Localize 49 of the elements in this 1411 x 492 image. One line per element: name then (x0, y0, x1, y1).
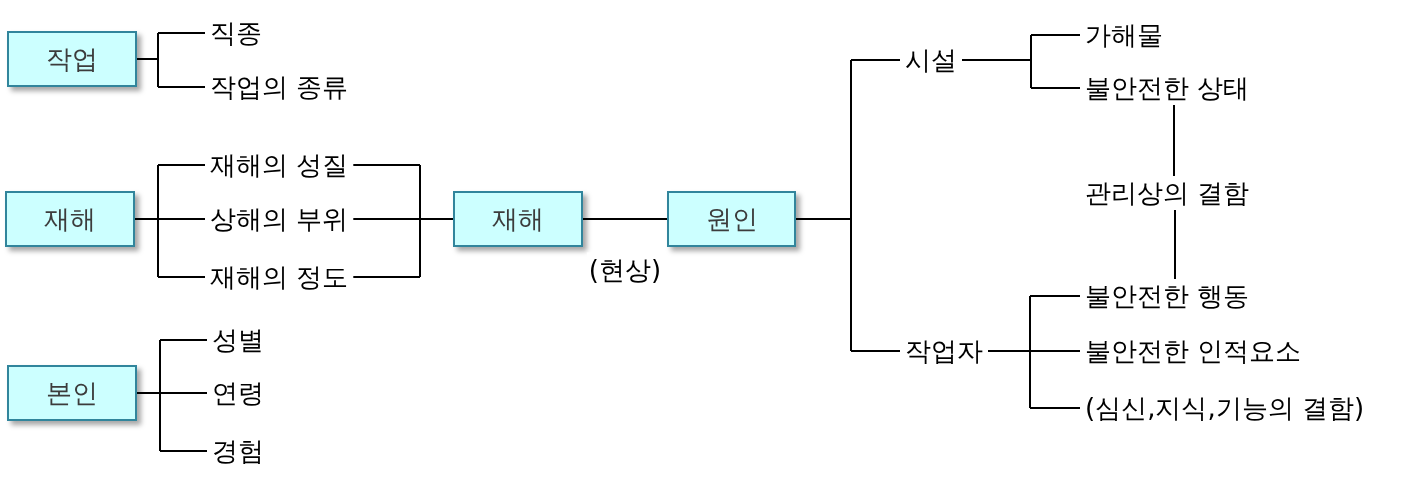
connector-line (1174, 209, 1176, 280)
connector-line (159, 392, 208, 394)
item-label: 불안전한 행동 (1080, 279, 1255, 313)
connector-line (419, 164, 454, 278)
connector-line (795, 59, 852, 352)
item-label: 상해의 부위 (205, 202, 354, 236)
connector-line (136, 32, 159, 88)
connector-line (987, 295, 1031, 409)
connector-line (157, 276, 206, 278)
connector-line (157, 32, 206, 34)
connector-line (961, 34, 1032, 89)
category-box: 본인 (7, 365, 137, 421)
connector-line (1030, 34, 1081, 36)
connector-line (582, 218, 668, 220)
item-label: 관리상의 결함 (1080, 176, 1255, 210)
item-label: 직종 (205, 16, 267, 50)
connector-line (352, 218, 421, 220)
connector-line (157, 218, 206, 220)
connector-line (1029, 295, 1081, 297)
item-label: 재해의 정도 (205, 260, 354, 294)
category-box: 재해 (453, 191, 583, 247)
connector-line (157, 86, 206, 88)
item-label: (심신,지식,기능의 결함) (1080, 391, 1370, 425)
item-label: 작업의 종류 (205, 70, 354, 104)
item-label: 시설 (900, 43, 962, 77)
item-label: 성별 (207, 323, 269, 357)
item-label: 재해의 성질 (205, 148, 354, 182)
connector-line (850, 350, 901, 352)
item-label: 가해물 (1080, 18, 1168, 52)
connector-line (850, 59, 901, 61)
category-box: 재해 (5, 191, 135, 247)
connector-line (159, 339, 208, 341)
category-box: 작업 (7, 31, 137, 87)
connector-line (352, 276, 421, 278)
connector-line (352, 164, 421, 166)
connector-line (1030, 87, 1081, 89)
category-box: 원인 (667, 191, 796, 247)
connector-line (157, 164, 206, 166)
item-label: 작업자 (900, 334, 988, 368)
item-label: 연령 (207, 376, 269, 410)
item-label: 불안전한 인적요소 (1080, 334, 1307, 368)
connector-line (136, 339, 161, 452)
connector-line (159, 450, 208, 452)
item-label: 경험 (207, 434, 269, 468)
connector-line (1029, 407, 1081, 409)
connector-line (1173, 104, 1175, 177)
connector-line (134, 164, 159, 278)
item-label: 불안전한 상태 (1080, 71, 1255, 105)
connector-line (1029, 350, 1081, 352)
